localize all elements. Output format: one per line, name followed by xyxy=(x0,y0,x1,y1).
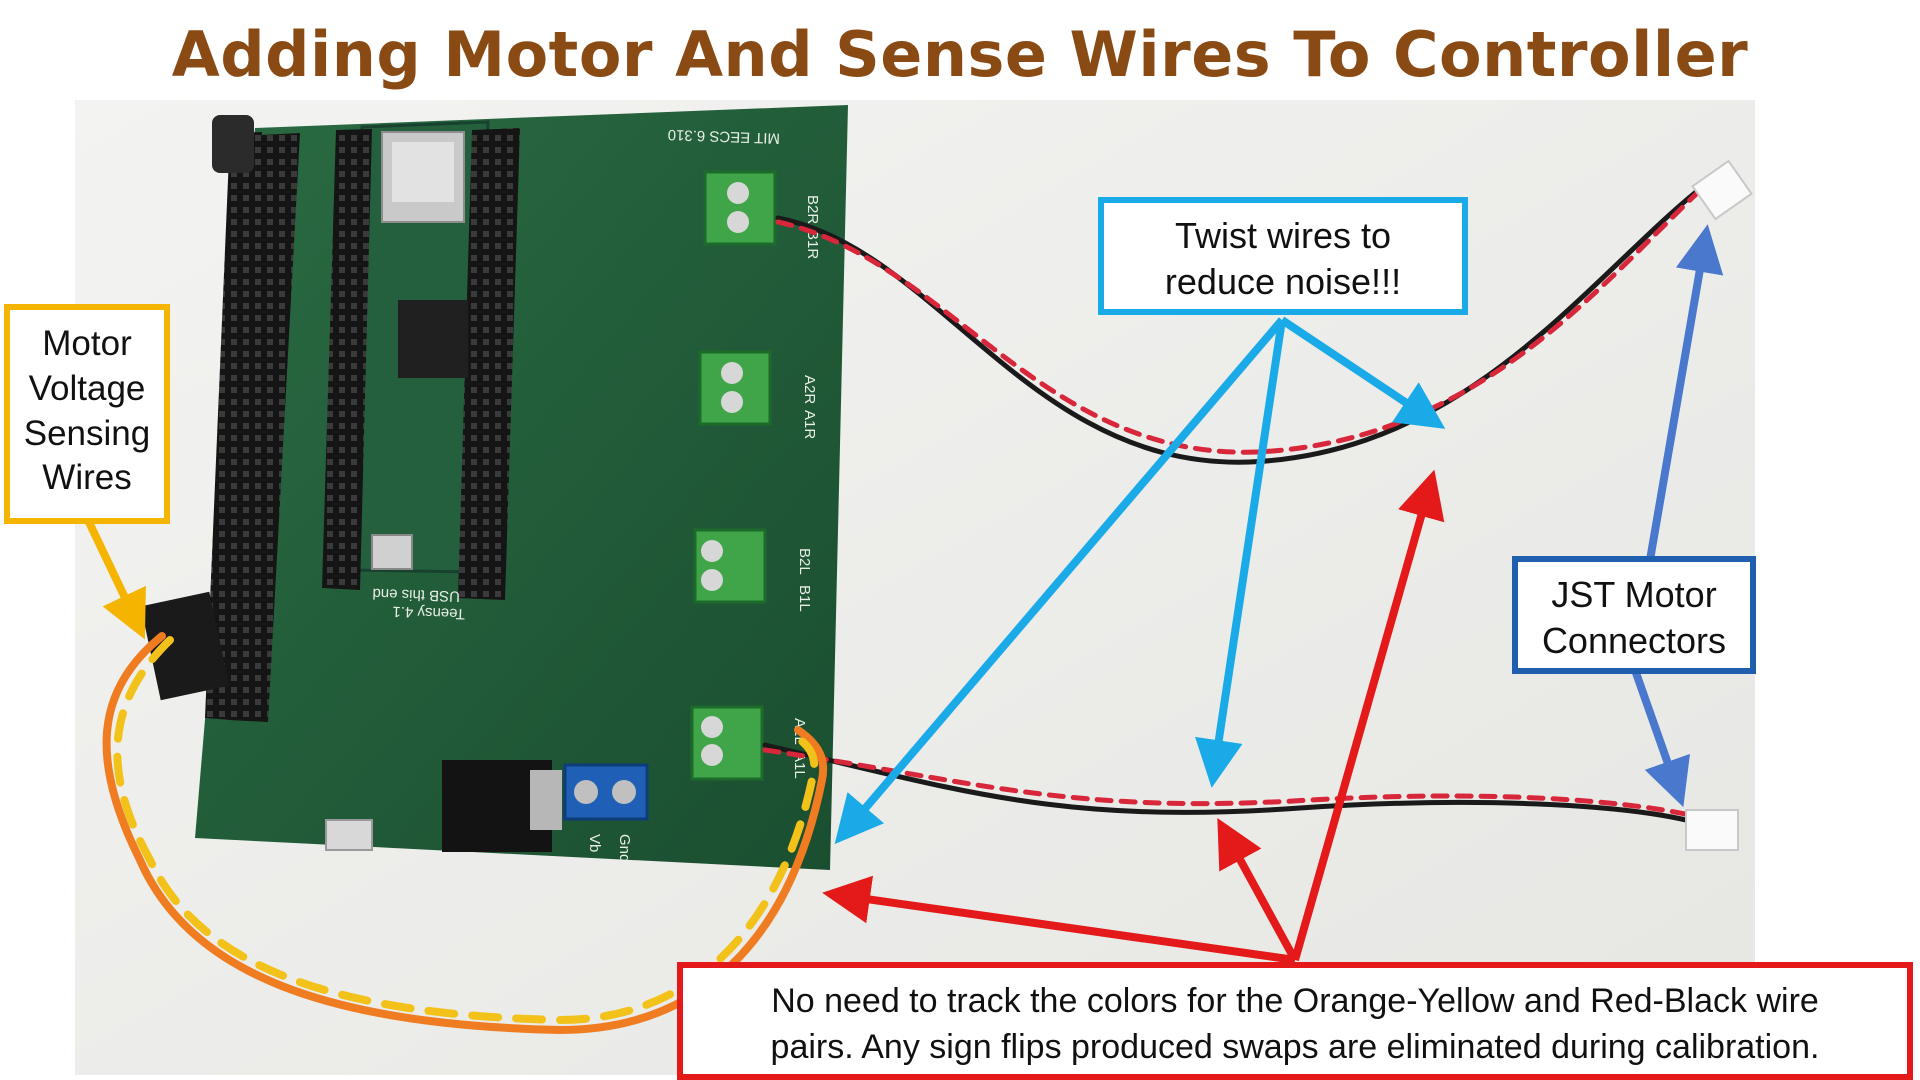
calibration-note-callout: No need to track the colors for the Oran… xyxy=(677,962,1913,1080)
calibration-note-line-2: pairs. Any sign flips produced swaps are… xyxy=(770,1028,1820,1067)
sense-wires-arrow xyxy=(84,518,146,640)
motor-voltage-line-1: Motor xyxy=(42,324,132,363)
terminal-b-r xyxy=(703,170,777,246)
motor-voltage-line-3: Sensing xyxy=(23,413,151,453)
silk-gnd: Gnd xyxy=(616,834,633,862)
silk-a1l: A1L xyxy=(791,752,808,779)
motor-voltage-line-2: Voltage xyxy=(28,368,146,408)
terminal-a-r xyxy=(698,350,772,426)
motor-wire-pair-a xyxy=(762,742,1693,823)
twist-wires-callout: Twist wires to reduce noise!!! xyxy=(1098,197,1468,315)
jst-connectors-callout: JST Motor Connectors xyxy=(1512,556,1756,674)
jst-arrows xyxy=(1631,224,1724,808)
sense-header xyxy=(140,591,230,701)
silk-b2l: B2L xyxy=(796,548,813,575)
twist-line-2: reduce noise!!! xyxy=(1164,261,1402,303)
sense-wire-pair xyxy=(102,632,828,1035)
jst-connector-top xyxy=(1691,159,1753,221)
jst-line-2: Connectors xyxy=(1541,620,1727,662)
silk-b1l: B1L xyxy=(796,585,813,612)
jst-line-1: JST Motor xyxy=(1551,574,1717,615)
silk-b1r: B1R xyxy=(804,230,821,259)
page-title: Adding Motor And Sense Wires To Controll… xyxy=(171,18,1749,91)
twist-line-1: Twist wires to xyxy=(1174,215,1392,256)
twist-arrows xyxy=(834,316,1446,845)
terminal-a-l xyxy=(690,705,764,781)
motor-wire-pair-b xyxy=(775,167,1725,465)
silk-b2r: B2R xyxy=(804,195,821,224)
silk-a2r: A2R xyxy=(801,375,818,404)
silk-a1r: A1R xyxy=(801,410,818,439)
pcb-board xyxy=(140,105,848,870)
motor-voltage-callout: Motor Voltage Sensing Wires xyxy=(4,304,170,524)
calibration-arrows xyxy=(822,469,1445,964)
terminal-b-l xyxy=(693,528,767,604)
silk-teensy: Teensy 4.1 xyxy=(392,603,465,623)
jst-connector-bottom xyxy=(1685,809,1739,851)
silk-usb: USB this end xyxy=(372,585,460,605)
calibration-note-line-1: No need to track the colors for the Oran… xyxy=(771,982,1819,1020)
silk-header: MIT EECS 6.310 xyxy=(667,126,780,147)
silk-vb: Vb xyxy=(586,834,603,852)
motor-voltage-line-4: Wires xyxy=(42,458,132,498)
